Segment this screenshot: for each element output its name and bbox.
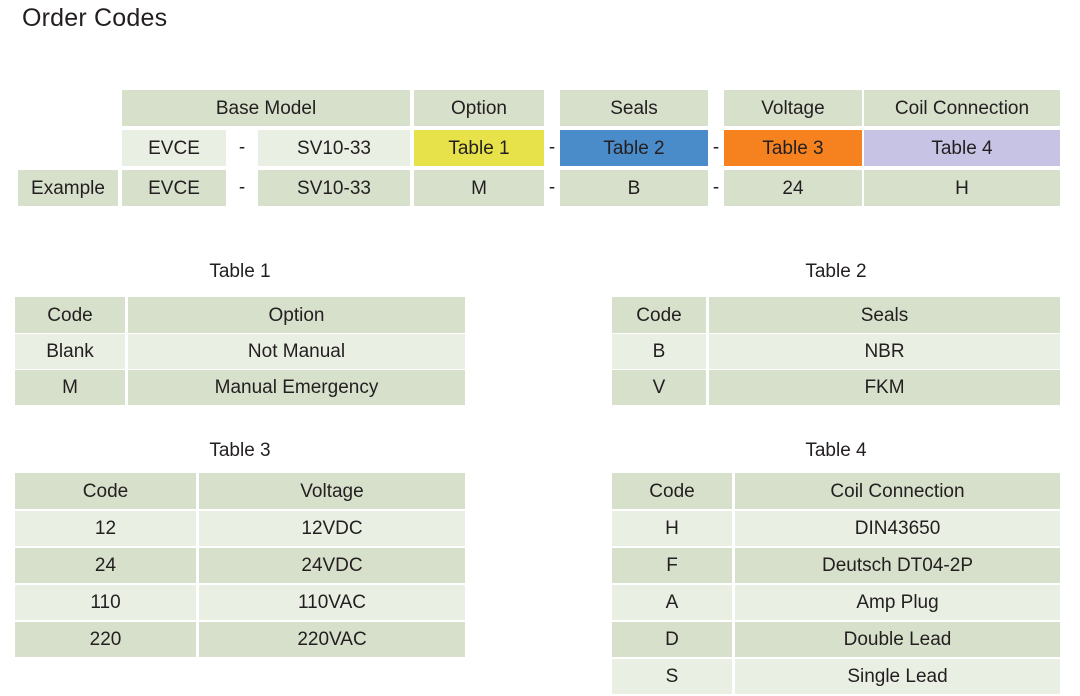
table4-header-coil-connection: Coil Connection [735, 473, 1060, 509]
example-separator-1: - [238, 177, 246, 198]
table4-row-value: Double Lead [735, 622, 1060, 657]
group-header-coil-connection: Coil Connection [864, 90, 1060, 126]
table3-title: Table 3 [209, 439, 271, 461]
table3-row-code: 220 [15, 622, 196, 657]
table1-row-code: M [15, 370, 125, 405]
group-header-base-model: Base Model [122, 90, 410, 126]
table3-header-code: Code [15, 473, 196, 509]
table3-row-value: 110VAC [199, 585, 465, 620]
reference-voltage: Table 3 [724, 130, 862, 166]
table1-row-value: Manual Emergency [128, 370, 465, 405]
table1-header-option: Option [128, 297, 465, 333]
table2-header-seals: Seals [709, 297, 1060, 333]
example-option: M [414, 170, 544, 206]
reference-seals: Table 2 [560, 130, 708, 166]
group-header-seals: Seals [560, 90, 708, 126]
table4-row-code: H [612, 511, 732, 546]
table1-row-code: Blank [15, 334, 125, 369]
group-header-option: Option [414, 90, 544, 126]
table2-row-code: B [612, 334, 706, 369]
table4-row-code: S [612, 659, 732, 694]
table1-title: Table 1 [209, 260, 271, 282]
table2-header-code: Code [612, 297, 706, 333]
reference-option: Table 1 [414, 130, 544, 166]
example-separator-3: - [712, 177, 720, 198]
table4-row-value: DIN43650 [735, 511, 1060, 546]
table3-row-code: 24 [15, 548, 196, 583]
table3-row-code: 110 [15, 585, 196, 620]
table2-row-value: NBR [709, 334, 1060, 369]
table2-row-code: V [612, 370, 706, 405]
example-seals: B [560, 170, 708, 206]
example-row-label: Example [18, 170, 118, 206]
table3-row-code: 12 [15, 511, 196, 546]
reference-separator-1: - [238, 137, 246, 158]
table4-row-code: F [612, 548, 732, 583]
table4-title: Table 4 [805, 439, 867, 461]
table1-row-value: Not Manual [128, 334, 465, 369]
reference-separator-2: - [548, 137, 556, 158]
table4-row-code: A [612, 585, 732, 620]
table4-row-value: Single Lead [735, 659, 1060, 694]
reference-separator-3: - [712, 137, 720, 158]
table1-header-code: Code [15, 297, 125, 333]
table3-row-value: 12VDC [199, 511, 465, 546]
example-coil-connection: H [864, 170, 1060, 206]
table2-title: Table 2 [805, 260, 867, 282]
page-title: Order Codes [22, 4, 168, 32]
reference-base-model-suffix: SV10-33 [258, 130, 410, 166]
table4-header-code: Code [612, 473, 732, 509]
example-separator-2: - [548, 177, 556, 198]
table3-row-value: 220VAC [199, 622, 465, 657]
example-base-model-prefix: EVCE [122, 170, 226, 206]
table4-row-value: Amp Plug [735, 585, 1060, 620]
reference-base-model-prefix: EVCE [122, 130, 226, 166]
table4-row-code: D [612, 622, 732, 657]
table4-row-value: Deutsch DT04-2P [735, 548, 1060, 583]
table3-row-value: 24VDC [199, 548, 465, 583]
table3-header-voltage: Voltage [199, 473, 465, 509]
example-base-model-suffix: SV10-33 [258, 170, 410, 206]
group-header-voltage: Voltage [724, 90, 862, 126]
table2-row-value: FKM [709, 370, 1060, 405]
example-voltage: 24 [724, 170, 862, 206]
reference-coil-connection: Table 4 [864, 130, 1060, 166]
